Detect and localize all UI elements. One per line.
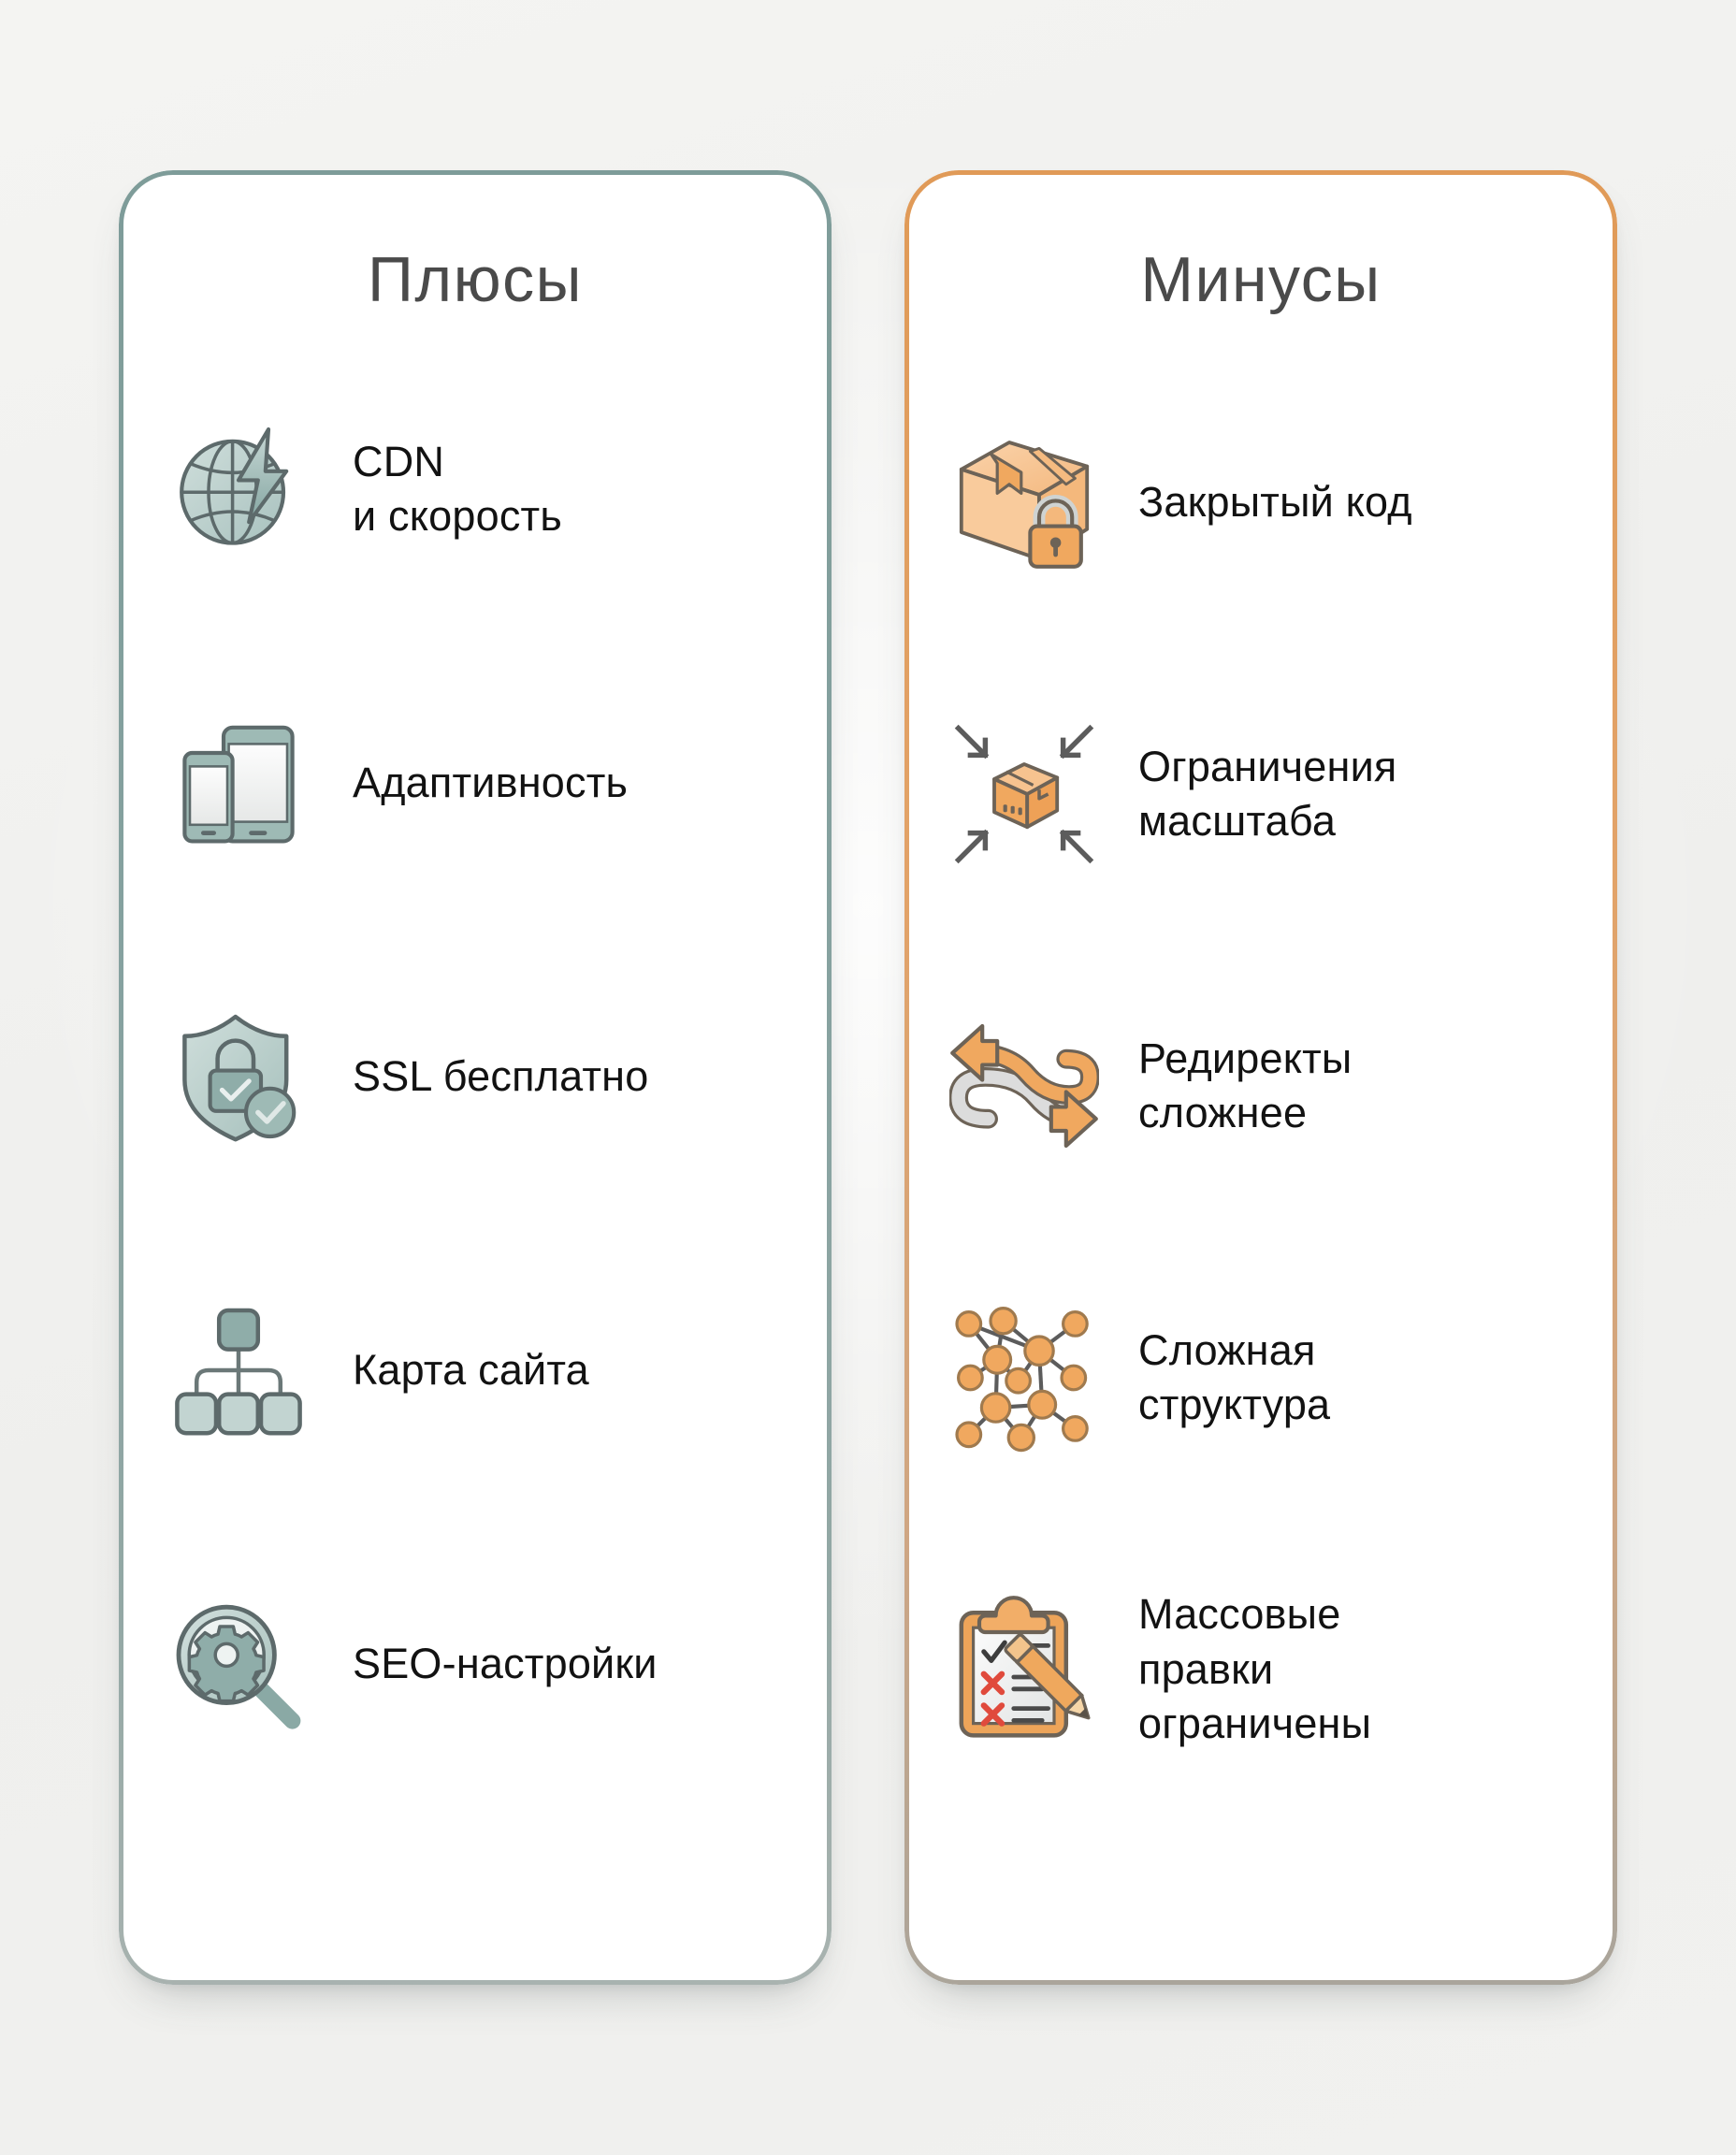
cons-item-label: Редиректы сложнее [1138, 1034, 1353, 1137]
magnifier-gear-icon [164, 1589, 313, 1739]
cons-item-redirects: Редиректы сложнее [949, 999, 1572, 1173]
cons-item-label: Закрытый код [1138, 477, 1412, 526]
pros-item-cdn: CDN и скорость [164, 402, 787, 576]
cons-item-bulk-edits: Массовые правки ограничены [949, 1583, 1572, 1757]
network-graph-icon [949, 1303, 1099, 1453]
sitemap-tree-icon [164, 1295, 313, 1445]
cons-card-title: Минусы [1140, 244, 1382, 315]
cons-card: Минусы [904, 170, 1617, 1985]
tangled-arrows-icon [949, 1011, 1099, 1161]
pros-item-responsive: Адаптивность [164, 696, 787, 870]
clipboard-pencil-icon [949, 1595, 1099, 1744]
box-shrink-arrows-icon [949, 719, 1099, 869]
cons-item-label: Сложная структура [1138, 1325, 1331, 1429]
pros-item-label: SEO-настройки [353, 1639, 658, 1687]
locked-box-icon [949, 427, 1099, 577]
cons-items-list: Закрытый код [904, 333, 1617, 1985]
shield-lock-check-icon [164, 1002, 313, 1151]
pros-item-label: Адаптивность [353, 758, 629, 806]
cons-item-label: Массовые правки ограничены [1138, 1590, 1372, 1748]
cons-item-closed-source: Закрытый код [949, 415, 1572, 589]
pros-item-label: CDN и скорость [353, 437, 562, 541]
cons-item-label: Ограничения масштаба [1138, 742, 1397, 846]
pros-item-seo: SEO-настройки [164, 1577, 787, 1751]
pros-card: Плюсы [119, 170, 832, 1985]
pros-card-title: Плюсы [368, 244, 583, 315]
pros-item-ssl: SSL бесплатно [164, 990, 787, 1164]
cons-item-scale-limits: Ограничения масштаба [949, 707, 1572, 881]
globe-lightning-icon [164, 414, 313, 564]
cons-item-complex-structure: Сложная структура [949, 1291, 1572, 1465]
pros-item-label: SSL бесплатно [353, 1051, 649, 1100]
pros-item-label: Карта сайта [353, 1345, 589, 1394]
pros-items-list: CDN и скорость [119, 333, 832, 1985]
pros-item-sitemap: Карта сайта [164, 1283, 787, 1457]
devices-responsive-icon [164, 708, 313, 858]
